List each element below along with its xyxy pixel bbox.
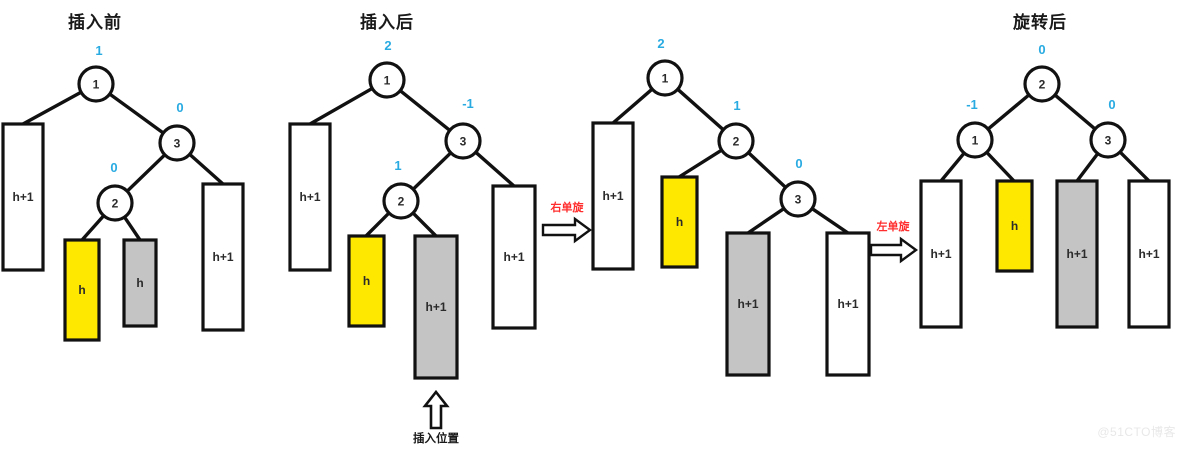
balance-factor-label: 2 (384, 38, 391, 53)
tree-node[interactable] (646, 59, 684, 97)
tree-node[interactable] (1089, 121, 1127, 159)
rotation-arrow-icon (869, 236, 919, 264)
tree-edge (1116, 148, 1151, 183)
subtree-height-label: h+1 (1138, 247, 1159, 261)
tree-edge (611, 86, 656, 125)
subtree-height-label: h+1 (12, 190, 33, 204)
panel-title-after-rotate: 旋转后 (1013, 13, 1067, 32)
tree-node[interactable] (779, 180, 817, 218)
subtree-height-label: h+1 (602, 189, 623, 203)
rotation-label-left-rotate: 左单旋 (876, 221, 910, 233)
tree-node-key: 1 (662, 72, 669, 86)
tree-node[interactable] (956, 121, 994, 159)
tree-node[interactable] (382, 182, 420, 220)
balance-factor-label: -1 (462, 96, 474, 111)
tree-edge (21, 89, 85, 126)
tree-node[interactable] (77, 65, 115, 103)
tree-edge (746, 205, 788, 235)
subtree-box (1127, 179, 1171, 329)
subtree-height-label: h (363, 274, 370, 288)
panel-title-before-insert: 插入前 (68, 13, 122, 32)
subtree-height-label: h (676, 215, 683, 229)
tree-edge (80, 212, 107, 242)
balance-factor-label: 1 (95, 43, 102, 58)
subtree-box (63, 238, 101, 342)
subtree-height-label: h+1 (737, 297, 758, 311)
panel-after-insert: h+1 h h+1 h+1 1 2 3 -1 2 1 (288, 38, 537, 430)
subtree-box (995, 179, 1034, 273)
subtree-height-label: h+1 (503, 250, 524, 264)
balance-factor-label: 0 (1108, 97, 1115, 112)
tree-node-key: 3 (1105, 134, 1112, 148)
balance-factor-label: -1 (966, 97, 978, 112)
tree-node-key: 3 (174, 137, 181, 151)
subtree-height-label: h (78, 283, 85, 297)
tree-node-key: 3 (460, 135, 467, 149)
balance-factor-label: 1 (733, 98, 740, 113)
tree-edge (308, 85, 376, 126)
tree-node[interactable] (1023, 65, 1061, 103)
subtree-height-label: h+1 (930, 247, 951, 261)
subtree-height-label: h (136, 276, 143, 290)
tree-node-key: 2 (733, 135, 740, 149)
tree-edge (983, 149, 1016, 183)
balance-factor-label: 0 (1038, 42, 1045, 57)
subtree-box (288, 122, 332, 272)
subtree-box (413, 234, 459, 380)
subtree-box (725, 231, 771, 377)
subtree-box (491, 184, 537, 330)
tree-edge (808, 205, 850, 235)
tree-node[interactable] (158, 124, 196, 162)
subtree-height-label: h+1 (299, 190, 320, 204)
balance-factor-label: 2 (657, 36, 664, 51)
rotation-arrow-icon (541, 216, 593, 244)
subtree-box (591, 121, 635, 271)
watermark: @51CTO博客 (1097, 425, 1176, 439)
insert-position-arrow-icon (422, 389, 450, 430)
tree-node[interactable] (717, 122, 755, 160)
subtree-height-label: h+1 (837, 297, 858, 311)
subtree-box (1, 122, 45, 272)
balance-factor-label: 0 (176, 100, 183, 115)
tree-edge (409, 209, 438, 238)
tree-node-key: 2 (1039, 78, 1046, 92)
tree-node[interactable] (368, 61, 406, 99)
tree-edge (1075, 150, 1101, 183)
tree-node-key: 1 (384, 74, 391, 88)
subtree-box (347, 234, 386, 328)
subtree-box (825, 231, 871, 377)
subtree-box (201, 182, 245, 332)
panel-after-rotate: h+1 h h+1 h+1 2 0 1 -1 3 0 (919, 42, 1171, 329)
subtree-box (122, 238, 158, 328)
tree-edge (121, 213, 142, 242)
tree-edge (186, 151, 225, 186)
balance-factor-label: 0 (795, 156, 802, 171)
tree-edge (364, 209, 393, 238)
balance-factor-label: 1 (394, 158, 401, 173)
insert-position-label: 插入位置 (413, 433, 459, 445)
subtree-height-label: h+1 (212, 250, 233, 264)
tree-node-key: 3 (795, 193, 802, 207)
tree-node-key: 2 (112, 197, 119, 211)
balance-factor-label: 0 (110, 160, 117, 175)
subtree-height-label: h (1011, 219, 1018, 233)
subtree-box (1055, 179, 1099, 329)
subtree-height-label: h+1 (1066, 247, 1087, 261)
panel-before-insert: h+1 h h h+1 1 1 3 0 2 0 (1, 43, 245, 342)
tree-node-key: 1 (93, 78, 100, 92)
tree-edge (939, 149, 968, 183)
tree-node-key: 2 (398, 195, 405, 209)
rotation-label-right-rotate: 右单旋 (550, 202, 584, 214)
tree-edge (472, 149, 516, 188)
tree-edge (677, 147, 726, 179)
tree-node-key: 1 (972, 134, 979, 148)
subtree-box (919, 179, 963, 329)
subtree-height-label: h+1 (425, 300, 446, 314)
panel-title-after-insert: 插入后 (360, 13, 414, 32)
tree-node[interactable] (444, 122, 482, 160)
subtree-box (660, 175, 699, 269)
panel-after-right-rotate: h+1 h h+1 h+1 1 2 2 1 3 0 (591, 36, 871, 377)
tree-node[interactable] (96, 184, 134, 222)
